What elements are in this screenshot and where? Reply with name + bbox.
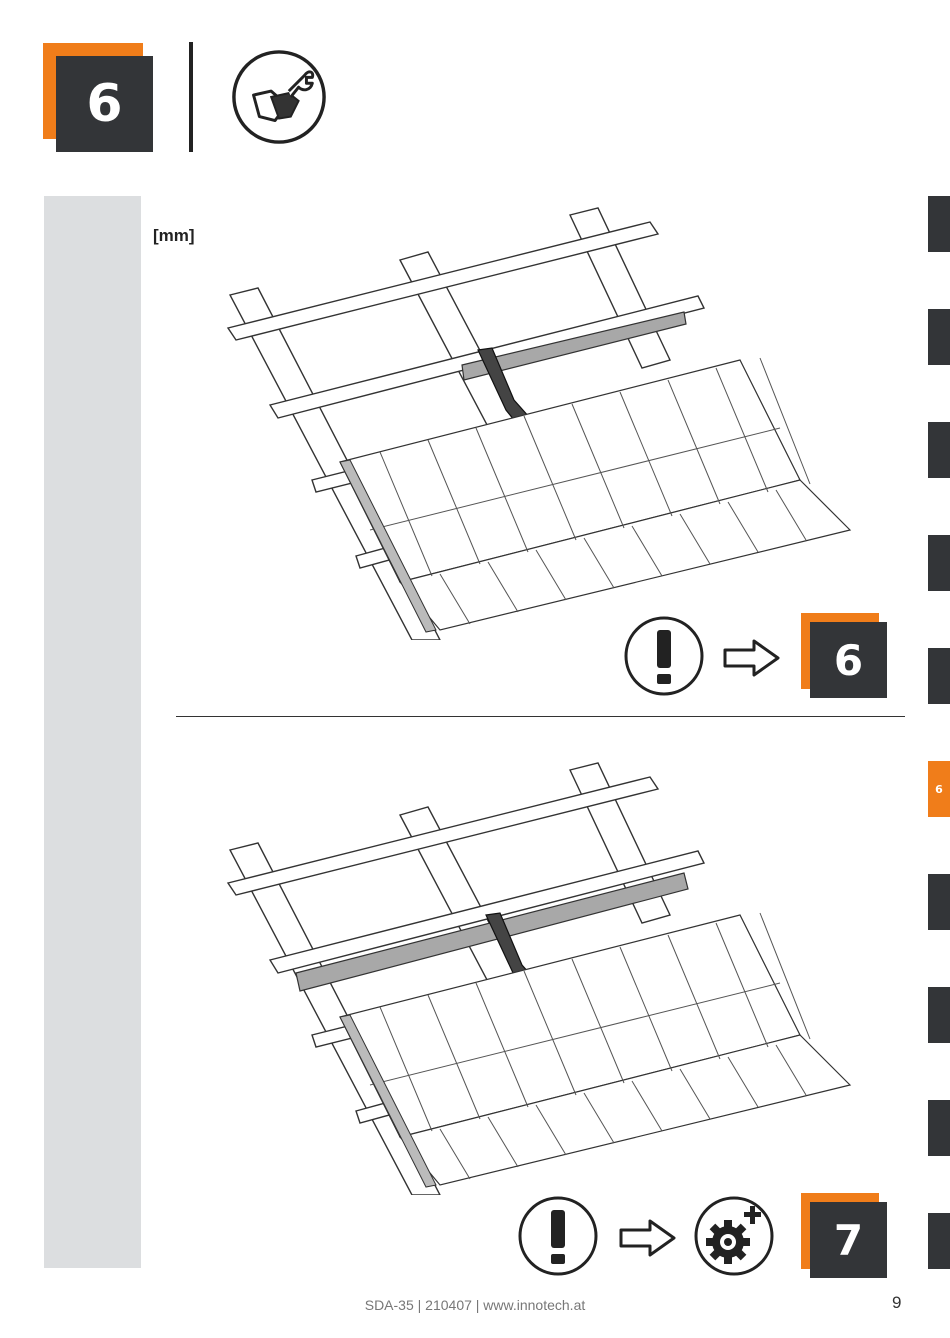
side-tab-1[interactable] (928, 196, 950, 252)
target-step-number: 6 (810, 622, 887, 698)
warning-icon-bottom (516, 1194, 600, 1278)
footer-text: SDA-35 | 210407 | www.innotech.at (0, 1297, 950, 1313)
panel-separator (176, 716, 905, 717)
roof-illustration-bottom (200, 755, 860, 1195)
unit-label: [mm] (153, 226, 195, 246)
side-tab-2[interactable] (928, 309, 950, 365)
next-step-number: 7 (810, 1202, 887, 1278)
side-tab-5[interactable] (928, 648, 950, 704)
side-tab-active[interactable]: 6 (928, 761, 950, 817)
gear-plus-icon (692, 1194, 776, 1278)
arrow-right-icon-bottom (618, 1218, 678, 1258)
page-number: 9 (892, 1293, 901, 1313)
side-tab-8[interactable] (928, 987, 950, 1043)
header-divider (189, 42, 193, 152)
side-tab-9[interactable] (928, 1100, 950, 1156)
arrow-right-icon (722, 638, 782, 678)
side-tab-10[interactable] (928, 1213, 950, 1269)
roof-illustration-top (200, 200, 860, 640)
side-band (44, 196, 141, 1268)
side-tab-7[interactable] (928, 874, 950, 930)
hand-wrench-icon (230, 48, 328, 146)
side-tab-3[interactable] (928, 422, 950, 478)
side-tab-4[interactable] (928, 535, 950, 591)
warning-icon (622, 614, 706, 698)
step-number: 6 (56, 56, 153, 152)
